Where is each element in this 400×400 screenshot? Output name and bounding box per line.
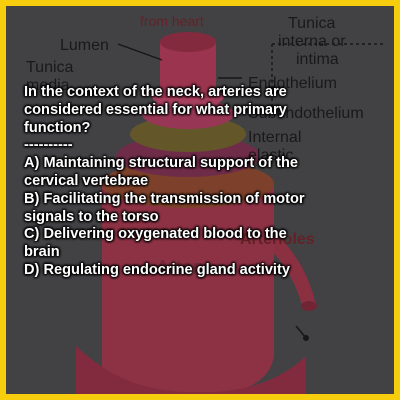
- question-block: In the context of the neck, arteries are…: [24, 84, 324, 280]
- from-heart-label: from heart: [140, 13, 204, 29]
- arterioles-leader-dot: [303, 335, 309, 341]
- question-separator: ----------: [24, 137, 73, 154]
- subendothelium-ring: [142, 99, 234, 129]
- question-prompt: In the context of the neck, arteries are…: [24, 84, 287, 136]
- answer-option-b[interactable]: B) Facilitating the transmission of moto…: [24, 190, 305, 225]
- answer-option-c[interactable]: C) Delivering oxygenated blood to the br…: [24, 226, 287, 261]
- answer-option-a[interactable]: A) Maintaining structural support of the…: [24, 155, 299, 189]
- artery-base: [76, 346, 306, 394]
- artery-diagram: from heart Tunica interna or intima Lume…: [26, 13, 386, 394]
- tunica-media-label-1: Tunica: [26, 59, 74, 76]
- endothelium-label: Endothelium: [248, 75, 337, 92]
- lumen-leader: [117, 43, 163, 61]
- internal-elastic-label-2: elastic: [248, 147, 293, 164]
- lumen-opening: [160, 32, 216, 52]
- tunica-media-label-2: media: [26, 77, 70, 94]
- dark-overlay: [6, 6, 394, 394]
- arteriole-end: [301, 301, 317, 311]
- artery-diagram-panel: from heart Tunica interna or intima Lume…: [6, 6, 394, 394]
- tunica-interna-label-3: intima: [296, 51, 339, 68]
- lumen-label: Lumen: [60, 37, 109, 54]
- artery-body: [102, 184, 274, 394]
- arterioles-label: Arterioles: [240, 231, 315, 248]
- arteriole-branch: [264, 234, 316, 306]
- tunica-interna-label-2: interna or: [278, 33, 346, 50]
- internal-elastic-label-1: Internal: [248, 129, 301, 146]
- subendothelium-label: Subendothelium: [248, 105, 364, 122]
- answer-option-d[interactable]: D) Regulating endocrine gland activity: [24, 261, 290, 278]
- tunica-interna-label-1: Tunica: [288, 15, 336, 32]
- artery-label: Artery: [156, 257, 209, 279]
